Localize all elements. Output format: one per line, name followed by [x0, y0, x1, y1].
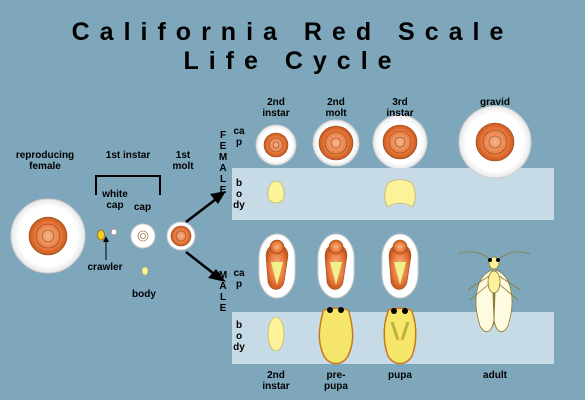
reproducing-female-label: reproducing female: [15, 150, 75, 172]
arrow-to-female-head: [210, 191, 226, 204]
male-prepupa-body: [318, 307, 354, 365]
female-gravid-label: gravid: [479, 97, 510, 108]
male-pupa-label: pupa: [388, 370, 412, 381]
reproducing-female-scale: [10, 198, 86, 274]
male-2nd-instar-cap: [258, 233, 296, 299]
white-cap-label: white cap: [102, 189, 128, 211]
male-adult-label: adult: [483, 370, 507, 381]
first-molt-label: 1st molt: [172, 150, 194, 172]
title-line-1: California Red Scale: [71, 18, 514, 46]
male-prepupa-label: pre- pupa: [324, 370, 348, 392]
female-2nd-instar-body: [267, 180, 285, 204]
female-gravid-cap: [458, 105, 532, 179]
male-side-label: MALE: [218, 270, 228, 314]
female-cap-label: cap: [233, 126, 245, 148]
male-cap-label: cap: [233, 268, 245, 290]
first-instar-cap: [130, 223, 156, 249]
arrow-to-male-head: [208, 269, 226, 282]
body-label: body: [132, 289, 156, 300]
crawler-icon: [97, 229, 105, 241]
male-pupa-body: [383, 307, 417, 365]
crawler-label: crawler: [87, 262, 123, 273]
first-instar-label: 1st instar: [105, 150, 151, 161]
female-side-label: FEMALE: [218, 130, 228, 196]
adult-male-insect: [457, 251, 531, 333]
first-instar-body: [141, 266, 149, 276]
male-2nd-instar-body: [267, 316, 285, 352]
female-3rd-instar-body: [384, 179, 416, 208]
crawler-pointer-head: [103, 236, 109, 242]
title-line-2: Life Cycle: [183, 47, 402, 75]
first-molt-scale: [166, 221, 196, 251]
female-2nd-instar-label: 2nd instar: [262, 97, 290, 119]
male-2nd-instar-label: 2nd instar: [262, 370, 290, 392]
female-2nd-molt-cap: [312, 119, 360, 167]
female-3rd-instar-cap: [372, 114, 428, 170]
cap-label: cap: [133, 202, 152, 213]
female-2nd-instar-cap: [255, 124, 297, 166]
female-2nd-molt-label: 2nd molt: [325, 97, 347, 119]
male-body-label: body: [233, 320, 245, 353]
female-3rd-instar-label: 3rd instar: [386, 97, 414, 119]
white-cap-icon: [110, 228, 118, 236]
male-pupa-cap: [381, 233, 419, 299]
first-instar-bracket: [95, 175, 161, 195]
arrow-to-female: [185, 195, 221, 223]
male-prepupa-cap: [317, 233, 355, 299]
female-body-label: body: [233, 178, 245, 211]
